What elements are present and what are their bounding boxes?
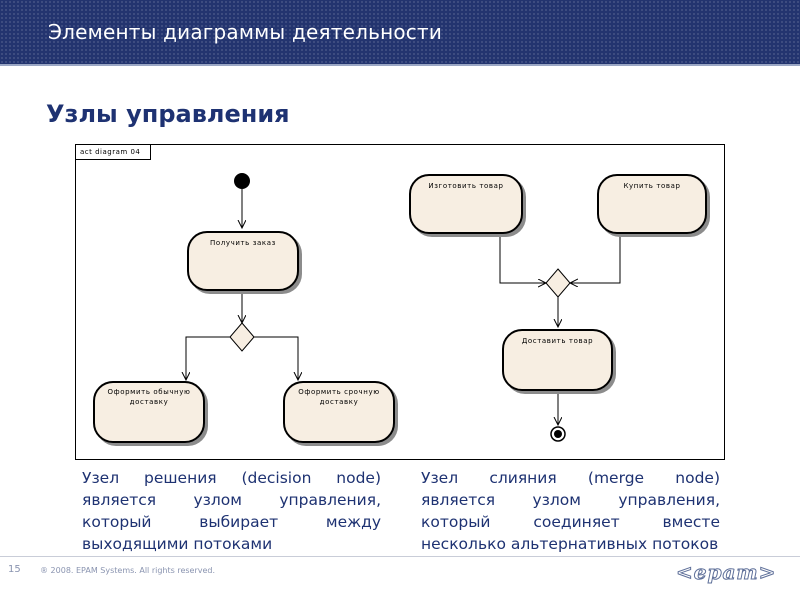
epam-logo: <epam> — [675, 560, 777, 585]
footer-divider — [0, 556, 800, 557]
merge-node — [545, 268, 571, 298]
header-title: Элементы диаграммы деятельности — [48, 20, 443, 44]
initial-node — [234, 173, 250, 189]
action-regular-delivery-label: Оформить обычную доставку — [107, 388, 191, 406]
action-buy-product: Купить товар — [597, 174, 707, 234]
action-make-product: Изготовить товар — [409, 174, 523, 234]
action-buy-product-label: Купить товар — [623, 182, 681, 190]
edge-decision-to-urgent — [254, 336, 298, 380]
copyright-text: ® 2008. EPAM Systems. All rights reserve… — [40, 566, 216, 575]
decision-node — [229, 322, 255, 352]
edge-decision-to-regular — [186, 336, 230, 380]
action-regular-delivery: Оформить обычную доставку — [93, 381, 205, 443]
page-number: 15 — [8, 564, 21, 575]
action-make-product-label: Изготовить товар — [428, 182, 504, 190]
action-deliver-product-label: Доставить товар — [521, 337, 594, 345]
diagram-frame-label: act diagram 04 — [76, 145, 152, 160]
action-urgent-delivery-label: Оформить срочную доставку — [298, 388, 380, 406]
diagram-edges — [76, 173, 621, 442]
slide-title: Узлы управления — [46, 100, 290, 128]
final-node-inner — [554, 430, 562, 438]
action-urgent-delivery: Оформить срочную доставку — [283, 381, 395, 443]
edge-make-to-merge — [499, 235, 546, 283]
action-get-order-label: Получить заказ — [210, 239, 276, 247]
header-bar: Элементы диаграммы деятельности — [0, 0, 800, 64]
merge-node-description: Узел слияния (merge node) является узлом… — [421, 469, 720, 553]
action-deliver-product: Доставить товар — [502, 329, 613, 391]
header-divider — [0, 64, 800, 66]
action-get-order: Получить заказ — [187, 231, 299, 291]
edge-buy-to-merge — [570, 235, 621, 283]
activity-diagram: act diagram 04 Получить заказ Оформить о… — [75, 144, 725, 460]
decision-node-description: Узел решения (decision node) является уз… — [82, 469, 381, 553]
